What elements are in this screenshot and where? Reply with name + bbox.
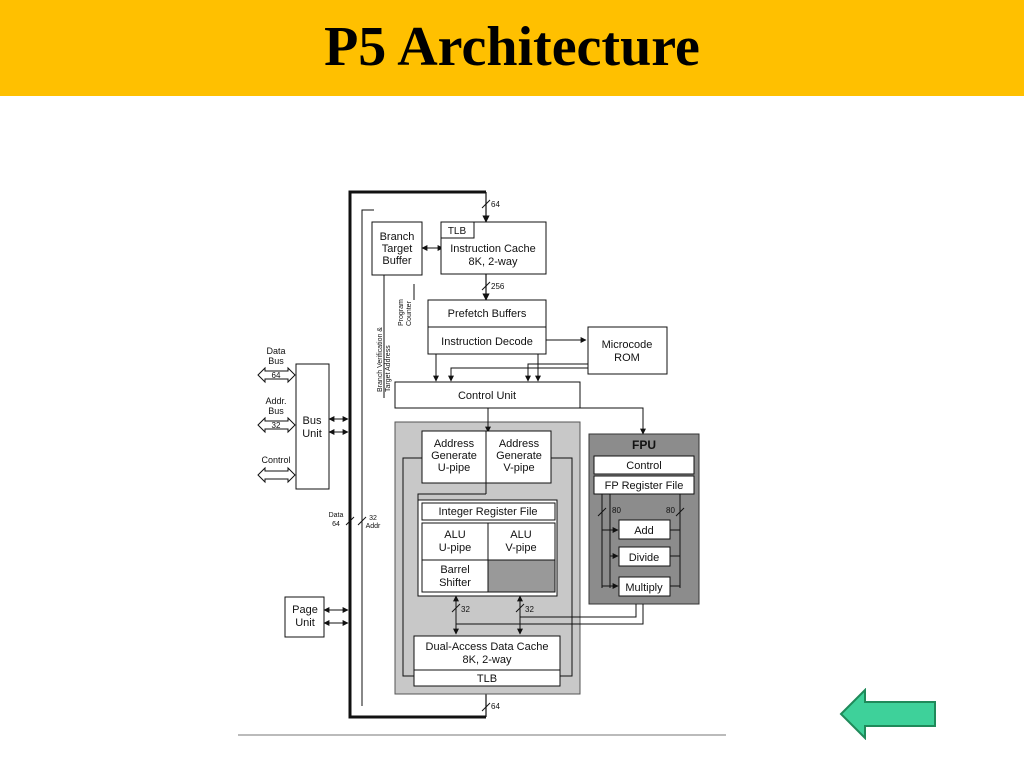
svg-text:32: 32 bbox=[525, 605, 534, 614]
svg-text:Barrel: Barrel bbox=[440, 564, 469, 576]
svg-text:Address: Address bbox=[499, 438, 540, 450]
data-bus: Data Bus 64 bbox=[257, 346, 296, 384]
svg-text:U-pipe: U-pipe bbox=[438, 462, 470, 474]
instruction-decode: Instruction Decode bbox=[441, 336, 533, 348]
svg-text:Branch: Branch bbox=[380, 231, 415, 243]
svg-text:Shifter: Shifter bbox=[439, 577, 471, 589]
fpu-divide: Divide bbox=[629, 552, 660, 564]
diagram-panel: 64 64 Branch Target Buffer TLB Instructi… bbox=[238, 176, 726, 738]
svg-text:U-pipe: U-pipe bbox=[439, 542, 471, 554]
instruction-tlb: TLB bbox=[448, 226, 467, 237]
svg-text:Address: Address bbox=[434, 438, 475, 450]
svg-text:ROM: ROM bbox=[614, 352, 640, 364]
svg-text:ALU: ALU bbox=[444, 529, 465, 541]
svg-text:Bus: Bus bbox=[268, 406, 284, 416]
svg-text:Microcode: Microcode bbox=[602, 339, 653, 351]
fpu-add: Add bbox=[634, 525, 654, 537]
svg-text:Data: Data bbox=[329, 512, 344, 519]
title-bar: P5 Architecture bbox=[0, 0, 1024, 96]
bus-unit: Bus Unit bbox=[295, 363, 330, 490]
svg-text:32: 32 bbox=[461, 605, 470, 614]
svg-text:Control: Control bbox=[261, 455, 290, 465]
internal-bus bbox=[348, 190, 486, 719]
svg-text:Instruction Cache: Instruction Cache bbox=[450, 243, 536, 255]
program-counter-label: Program Counter bbox=[398, 297, 413, 326]
svg-text:Target: Target bbox=[382, 243, 413, 255]
svg-text:8K, 2-way: 8K, 2-way bbox=[463, 654, 512, 666]
control-bus: Control bbox=[257, 455, 296, 484]
page-title: P5 Architecture bbox=[324, 16, 700, 78]
svg-text:Bus: Bus bbox=[303, 415, 322, 427]
svg-text:80: 80 bbox=[666, 506, 675, 515]
fpu-title: FPU bbox=[632, 438, 656, 452]
svg-text:8K, 2-way: 8K, 2-way bbox=[469, 256, 518, 268]
fp-register-file: FP Register File bbox=[605, 480, 684, 492]
svg-text:64: 64 bbox=[272, 371, 281, 380]
svg-text:32: 32 bbox=[369, 515, 377, 522]
fpu-multiply: Multiply bbox=[625, 582, 663, 594]
integer-execution-cluster: Integer Register File ALU U-pipe ALU V-p… bbox=[417, 499, 558, 597]
width-256-label: 256 bbox=[491, 282, 505, 291]
instruction-cache: TLB Instruction Cache 8K, 2-way bbox=[440, 221, 547, 275]
svg-text:Buffer: Buffer bbox=[382, 255, 411, 267]
svg-text:Unit: Unit bbox=[302, 428, 322, 440]
control-unit: Control Unit bbox=[394, 381, 581, 409]
svg-text:Generate: Generate bbox=[431, 450, 477, 462]
svg-text:Bus: Bus bbox=[268, 356, 284, 366]
svg-text:Addr: Addr bbox=[366, 523, 381, 530]
branch-verification-label: Branch Verification & Target Address bbox=[377, 325, 392, 392]
microcode-rom: Microcode ROM bbox=[587, 326, 668, 375]
svg-text:32: 32 bbox=[272, 421, 281, 430]
svg-text:Control Unit: Control Unit bbox=[458, 390, 516, 402]
data-cache: Dual-Access Data Cache 8K, 2-way TLB bbox=[413, 635, 561, 687]
svg-text:V-pipe: V-pipe bbox=[503, 462, 534, 474]
svg-text:Addr.: Addr. bbox=[265, 396, 286, 406]
bottom-bus-width: 64 bbox=[491, 702, 500, 711]
svg-text:Data: Data bbox=[266, 346, 285, 356]
top-bus-width: 64 bbox=[491, 200, 500, 209]
svg-text:Dual-Access Data Cache: Dual-Access Data Cache bbox=[426, 641, 549, 653]
svg-text:ALU: ALU bbox=[510, 529, 531, 541]
svg-text:80: 80 bbox=[612, 506, 621, 515]
prefetch-decode: Prefetch Buffers Instruction Decode bbox=[427, 299, 547, 355]
page-unit: Page Unit bbox=[284, 596, 325, 638]
svg-text:64: 64 bbox=[332, 521, 340, 528]
fpu: FPU Control FP Register File 80 80 Add D… bbox=[593, 438, 695, 597]
integer-register-file: Integer Register File bbox=[438, 506, 537, 518]
svg-text:V-pipe: V-pipe bbox=[505, 542, 536, 554]
address-generate-units: Address Generate U-pipe Address Generate… bbox=[421, 430, 552, 484]
svg-text:Unit: Unit bbox=[295, 617, 315, 629]
prefetch-buffers: Prefetch Buffers bbox=[448, 308, 527, 320]
p5-architecture-diagram: 64 64 Branch Target Buffer TLB Instructi… bbox=[238, 190, 726, 736]
branch-target-buffer: Branch Target Buffer bbox=[371, 221, 423, 276]
svg-text:Generate: Generate bbox=[496, 450, 542, 462]
svg-text:Page: Page bbox=[292, 604, 318, 616]
address-bus: Addr. Bus 32 bbox=[257, 396, 296, 434]
data-tlb: TLB bbox=[477, 673, 497, 685]
back-arrow-button[interactable] bbox=[838, 688, 938, 740]
left-arrow-icon bbox=[839, 688, 936, 740]
fpu-control: Control bbox=[626, 460, 661, 472]
